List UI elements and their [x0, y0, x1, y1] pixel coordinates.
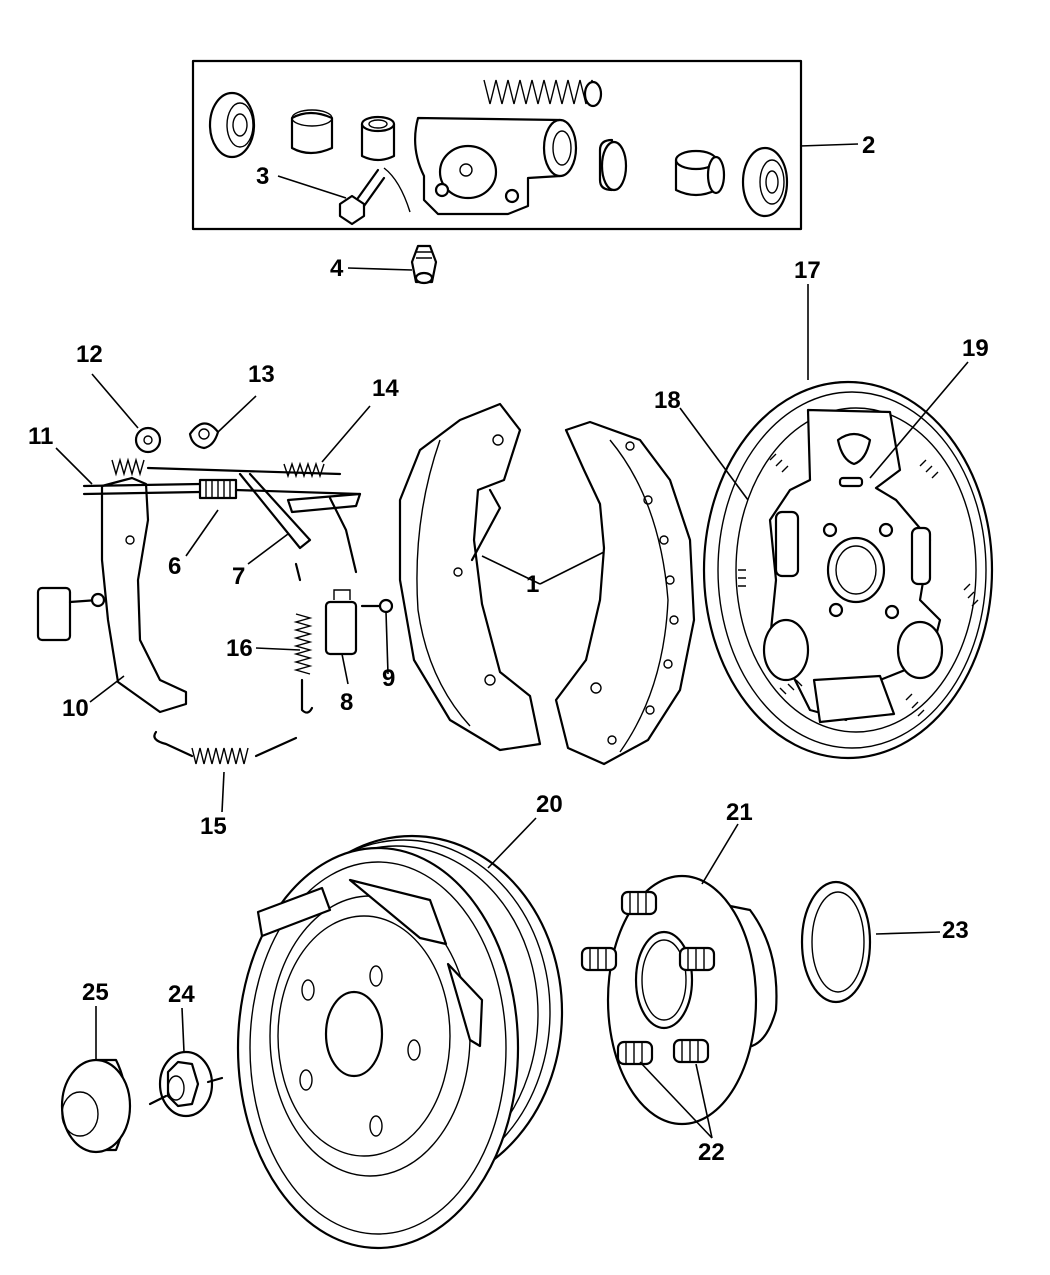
callout-15: 15 [200, 813, 227, 840]
right-boot [741, 146, 789, 218]
callout-24: 24 [168, 981, 195, 1008]
brake-shoes [398, 402, 696, 766]
callout-4: 4 [330, 255, 344, 282]
hub-nut [148, 1050, 224, 1118]
callout-11: 11 [28, 423, 53, 450]
callout-10: 10 [62, 695, 89, 722]
callout-21: 21 [726, 799, 753, 826]
brake-drum [236, 834, 564, 1250]
callout-23: 23 [942, 917, 969, 944]
leader-lines [55, 143, 969, 1139]
callout-1: 1 [526, 571, 539, 598]
callout-13: 13 [248, 361, 275, 388]
cylinder-spring [483, 79, 603, 108]
parking-brake-lever [100, 476, 188, 714]
left-cup [360, 115, 396, 162]
grease-seal [800, 880, 872, 1004]
backing-plate [702, 380, 994, 760]
left-piston [290, 109, 334, 155]
callout-16: 16 [226, 635, 253, 662]
right-piston [674, 149, 726, 197]
bleeder-bolt [338, 167, 411, 226]
callout-7: 7 [232, 563, 245, 590]
callout-18: 18 [654, 387, 681, 414]
callout-6: 6 [168, 553, 181, 580]
left-boot [208, 91, 256, 159]
callout-25: 25 [82, 979, 109, 1006]
cylinder-body [413, 116, 578, 216]
callout-3: 3 [256, 163, 269, 190]
callout-17: 17 [794, 257, 821, 284]
bleeder-screw [410, 244, 438, 285]
wheel-cylinder-kit [191, 59, 803, 231]
right-cup [598, 138, 628, 192]
hub [580, 874, 778, 1126]
callout-9: 9 [382, 665, 395, 692]
callout-22: 22 [698, 1139, 725, 1166]
grease-cap [60, 1058, 132, 1154]
callouts: 2 3 4 12 13 14 11 6 7 16 8 9 10 15 1 17 … [28, 132, 989, 1166]
left-brake-shoe [398, 402, 542, 752]
right-brake-shoe [554, 420, 696, 766]
callout-20: 20 [536, 791, 563, 818]
kit-box [191, 59, 803, 231]
callout-12: 12 [76, 341, 103, 368]
callout-14: 14 [372, 375, 399, 402]
wheel-studs [580, 890, 716, 1066]
callout-19: 19 [962, 335, 989, 362]
callout-2: 2 [862, 132, 875, 159]
adjuster-hardware [36, 422, 394, 765]
callout-8: 8 [340, 689, 353, 716]
